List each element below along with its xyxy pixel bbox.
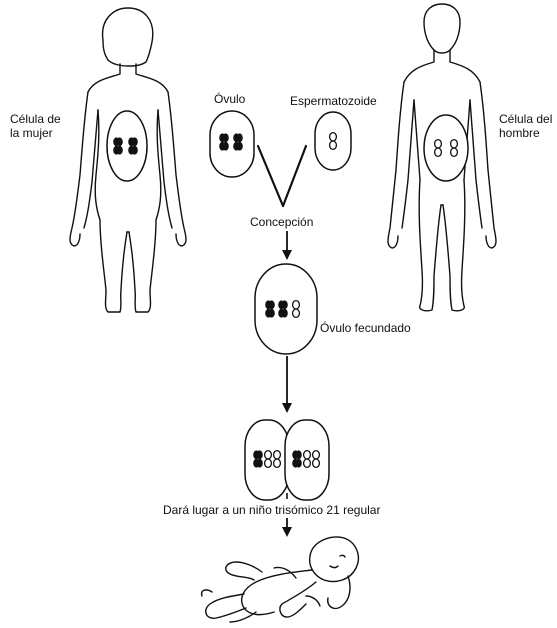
- label-ovule: Óvulo: [214, 91, 246, 106]
- label-woman-cell-line2: la mujer: [10, 126, 53, 140]
- label-man-cell-line2: hombre: [499, 126, 540, 140]
- dividing-cell: [245, 420, 329, 500]
- man-body-cell: [424, 115, 468, 181]
- label-sperm: Espermatozoide: [290, 94, 377, 108]
- label-fertilized-ovule: Óvulo fecundado: [320, 320, 411, 335]
- woman-body-cell: [107, 111, 147, 181]
- conception-lines: [258, 146, 306, 206]
- fertilized-ovule-cell: [255, 264, 317, 354]
- sperm-cell: [315, 112, 351, 170]
- baby-icon: [202, 537, 359, 622]
- label-man-cell-line1: Célula del: [499, 112, 552, 126]
- label-conception: Concepción: [250, 215, 313, 229]
- ovule-cell: [210, 111, 254, 177]
- label-result: Dará lugar a un niño trisómico 21 regula…: [163, 503, 380, 517]
- label-woman-cell-line1: Célula de: [10, 112, 61, 126]
